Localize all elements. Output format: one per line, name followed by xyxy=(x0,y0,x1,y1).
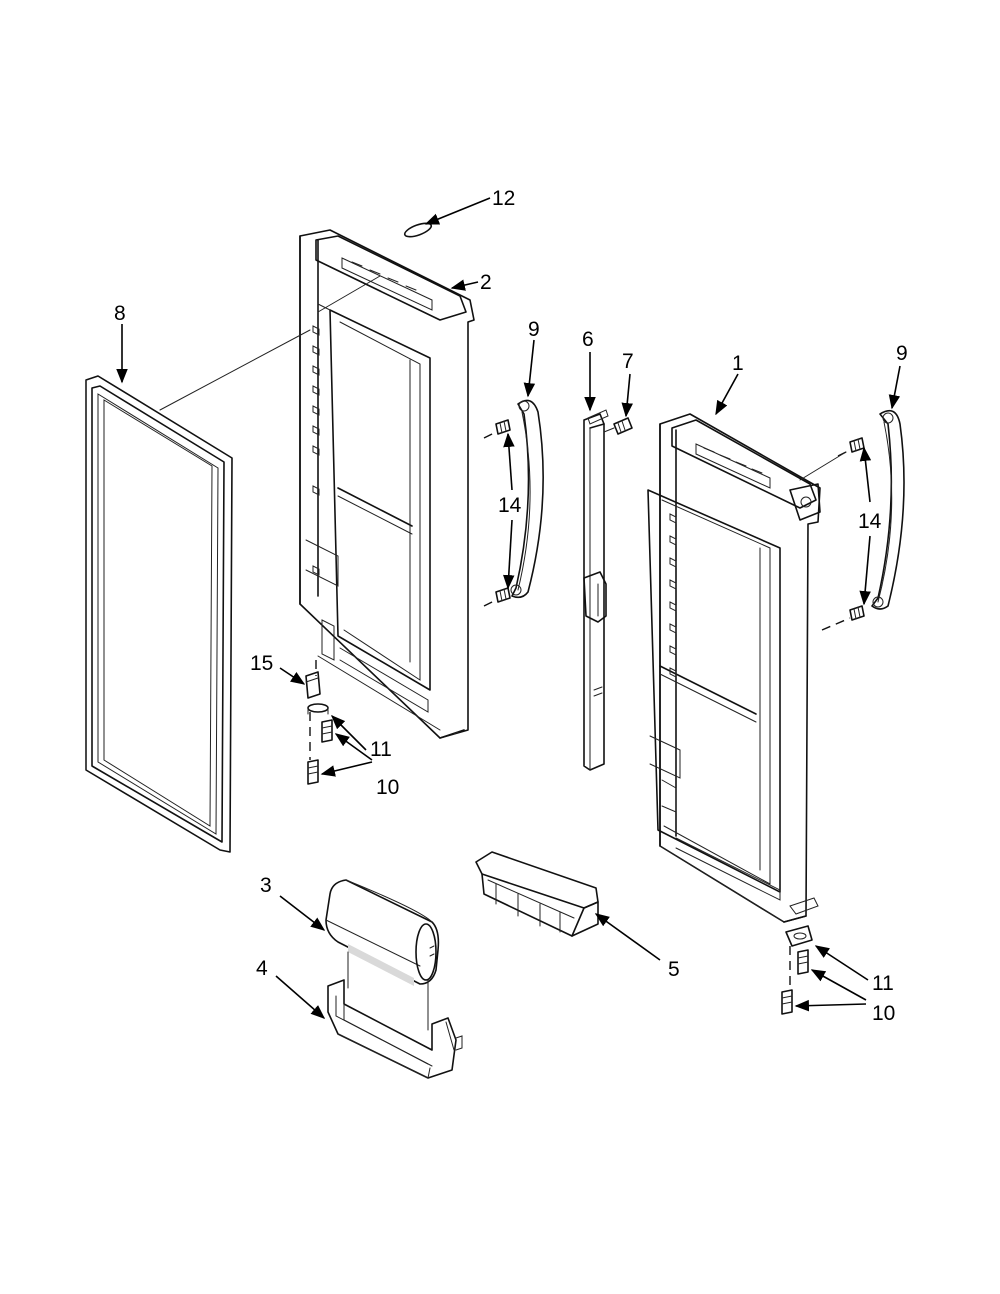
callout-11-right: 11 xyxy=(872,972,894,995)
callout-2: 2 xyxy=(480,271,492,294)
callout-1: 1 xyxy=(732,352,744,375)
callout-labels: 12 2 8 9 6 7 1 9 14 14 15 11 10 3 4 5 11… xyxy=(114,187,908,1025)
right-door-part[interactable] xyxy=(647,413,821,923)
door-bin-part[interactable] xyxy=(475,851,599,937)
callout-8: 8 xyxy=(114,302,126,325)
dairy-bin-part[interactable] xyxy=(327,979,463,1079)
right-handle-part[interactable] xyxy=(871,409,905,610)
callout-4: 4 xyxy=(256,957,268,980)
callout-5: 5 xyxy=(668,958,680,981)
callout-12: 12 xyxy=(492,187,515,210)
left-door-part[interactable] xyxy=(299,229,475,739)
leader-lines xyxy=(116,197,901,1019)
door-gasket-part[interactable] xyxy=(85,375,233,853)
callout-9-left: 9 xyxy=(528,318,540,341)
left-hinge-pin-part[interactable] xyxy=(305,671,321,699)
callout-6: 6 xyxy=(582,328,594,351)
left-hinge-screws-part[interactable] xyxy=(307,660,333,785)
left-handle-part[interactable] xyxy=(510,399,544,599)
callout-14-right: 14 xyxy=(858,510,882,533)
gasket-door-connector xyxy=(159,329,311,411)
callout-15: 15 xyxy=(250,652,273,675)
right-handle-screws-part[interactable] xyxy=(821,437,865,631)
dairy-cover-part[interactable] xyxy=(325,879,440,986)
callout-14-left: 14 xyxy=(498,494,522,517)
mullion-bar-part[interactable] xyxy=(583,409,609,771)
callout-11-left: 11 xyxy=(370,738,392,761)
callout-3: 3 xyxy=(260,874,272,897)
callout-10-right: 10 xyxy=(872,1002,895,1025)
callout-9-right: 9 xyxy=(896,342,908,365)
right-hinge-washer-part[interactable] xyxy=(785,925,813,947)
callout-10-left: 10 xyxy=(376,776,399,799)
right-door-hinge-connector xyxy=(799,451,847,481)
right-hinge-screws-part[interactable] xyxy=(781,946,809,1015)
plug-part[interactable] xyxy=(403,221,433,240)
mullion-screw-part[interactable] xyxy=(603,417,633,435)
door-top-connector xyxy=(317,275,381,313)
left-hinge-washer-part[interactable] xyxy=(307,703,329,715)
callout-7: 7 xyxy=(622,350,634,373)
